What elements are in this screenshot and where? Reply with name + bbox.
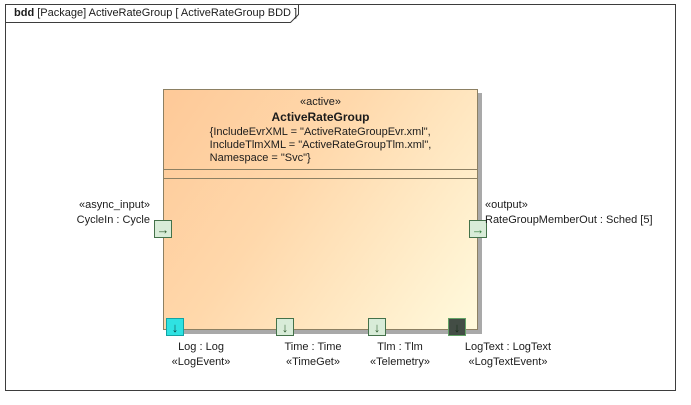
port-rate-group-member-out[interactable]: → — [469, 220, 487, 238]
port-stereotype: «TimeGet» — [285, 356, 340, 368]
port-arrow-down-icon: ↓ — [373, 319, 381, 335]
port-name: Time : Time — [284, 341, 342, 353]
constraint-line: Namespace = "Svc"} — [209, 152, 311, 164]
port-cycle-in-label: «async_input» CycleIn : Cycle — [40, 198, 150, 228]
port-stereotype: «Telemetry» — [370, 356, 430, 368]
constraint-line: IncludeTlmXML = "ActiveRateGroupTlm.xml"… — [209, 139, 432, 151]
diagram-kind-keyword: bdd — [14, 7, 35, 19]
port-log-text[interactable]: ↓ — [448, 318, 466, 336]
port-log[interactable]: ↓ — [166, 318, 184, 336]
port-stereotype: «LogEvent» — [171, 356, 231, 368]
block-active-rate-group[interactable]: «active» ActiveRateGroup {IncludeEvrXML … — [163, 89, 478, 330]
port-log-label: Log : Log «LogEvent» — [141, 340, 261, 370]
port-tlm-label: Tlm : Tlm «Telemetry» — [340, 340, 460, 370]
port-arrow-right-icon: → — [471, 221, 485, 237]
constraint-line: {IncludeEvrXML = "ActiveRateGroupEvr.xml… — [209, 126, 431, 138]
diagram-title-text: [Package] ActiveRateGroup [ ActiveRateGr… — [37, 7, 298, 19]
port-time[interactable]: ↓ — [276, 318, 294, 336]
port-arrow-down-icon: ↓ — [453, 319, 461, 335]
block-stereotype: «active» — [300, 96, 341, 108]
port-name: Log : Log — [178, 341, 224, 353]
port-stereotype: «async_input» — [79, 199, 150, 211]
port-cycle-in[interactable]: → — [154, 220, 172, 238]
port-stereotype: «output» — [485, 199, 528, 211]
block-empty-compartment — [164, 170, 477, 179]
block-header-compartment: «active» ActiveRateGroup {IncludeEvrXML … — [164, 90, 477, 170]
port-time-label: Time : Time «TimeGet» — [253, 340, 373, 370]
port-arrow-down-icon: ↓ — [171, 319, 179, 335]
port-name: CycleIn : Cycle — [76, 214, 150, 226]
port-name: Tlm : Tlm — [377, 341, 423, 353]
block-body-compartment — [164, 179, 477, 329]
port-log-text-label: LogText : LogText «LogTextEvent» — [438, 340, 578, 370]
diagram-title: bdd [Package] ActiveRateGroup [ ActiveRa… — [14, 7, 297, 19]
port-name: LogText : LogText — [464, 341, 552, 353]
port-name: RateGroupMemberOut : Sched [5] — [485, 214, 653, 226]
block-name: ActiveRateGroup — [271, 110, 370, 124]
port-arrow-right-icon: → — [156, 221, 170, 237]
block-constraints: {IncludeEvrXML = "ActiveRateGroupEvr.xml… — [164, 126, 477, 166]
port-tlm[interactable]: ↓ — [368, 318, 386, 336]
port-rate-group-member-out-label: «output» RateGroupMemberOut : Sched [5] — [485, 198, 653, 228]
port-arrow-down-icon: ↓ — [281, 319, 289, 335]
port-stereotype: «LogTextEvent» — [468, 356, 548, 368]
diagram-tab-shape — [5, 4, 299, 23]
